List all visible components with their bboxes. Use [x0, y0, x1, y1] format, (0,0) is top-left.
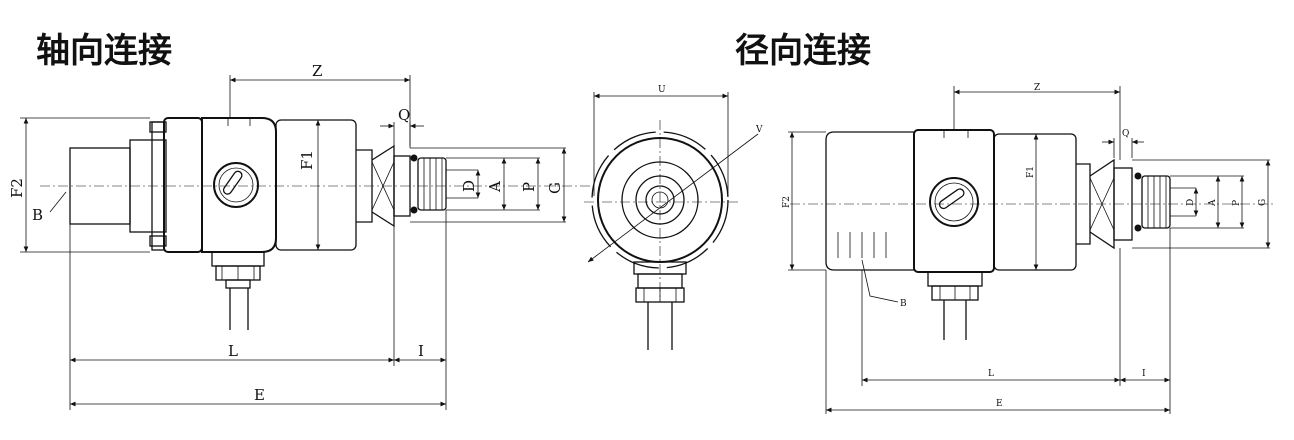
end-view: U V: [584, 85, 763, 350]
leader-label-b-radial: B: [900, 299, 907, 309]
dim-label-u: U: [658, 85, 666, 95]
leader-label-b: B: [32, 206, 43, 224]
dim-label-d: D: [460, 180, 478, 192]
dim-label-g-radial: G: [1258, 199, 1268, 206]
title-axial-connection: 轴向连接: [36, 31, 172, 71]
dim-label-l-radial: L: [988, 369, 994, 379]
dim-label-e-radial: E: [996, 399, 1003, 409]
dim-label-f2: F2: [8, 178, 26, 198]
dim-label-e: E: [254, 386, 265, 404]
dim-label-g: G: [546, 182, 564, 194]
dim-label-f1: F1: [298, 150, 316, 170]
dim-label-i-radial: I: [1142, 369, 1146, 379]
dim-label-i: I: [418, 342, 424, 360]
dim-label-a: A: [486, 181, 504, 193]
title-radial-connection: 径向连接: [735, 31, 871, 71]
radial-view: Z Q F1 F2 B D A P G L I E: [782, 83, 1274, 414]
dim-label-q: Q: [398, 106, 410, 124]
axial-view: Z Q F1 F2 B D A P G L I E: [8, 62, 590, 410]
dim-label-v: V: [755, 125, 763, 135]
dim-label-q-radial: Q: [1122, 129, 1129, 139]
dim-label-l: L: [228, 342, 238, 360]
dim-label-p-radial: P: [1232, 200, 1242, 206]
dim-label-z-radial: Z: [1034, 83, 1040, 93]
dim-label-d-radial: D: [1186, 199, 1196, 206]
dim-label-z: Z: [312, 62, 322, 80]
dim-label-a-radial: A: [1208, 199, 1218, 207]
dim-label-f2-radial: F2: [782, 196, 792, 208]
dim-label-f1-radial: F1: [1026, 166, 1036, 178]
dim-label-p: P: [520, 182, 538, 192]
